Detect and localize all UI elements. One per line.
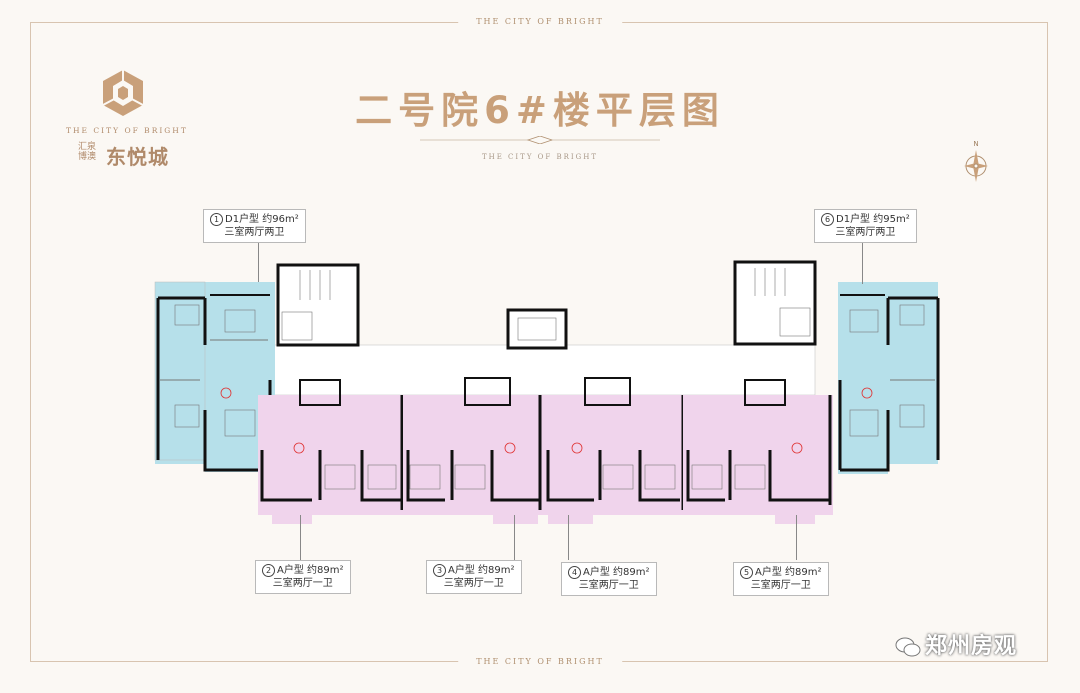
- page-subtitle: THE CITY OF BRIGHT: [481, 153, 599, 161]
- stair-core-center: [506, 308, 568, 350]
- logo-english: THE CITY OF BRIGHT: [66, 126, 188, 135]
- title-divider: [420, 136, 660, 144]
- stair-core-right: [733, 260, 817, 346]
- top-ribbon: THE CITY OF BRIGHT: [458, 17, 622, 26]
- leader-line: [258, 230, 259, 282]
- leader-line: [568, 515, 569, 560]
- page-title: 二号院6#楼平层图: [355, 89, 725, 132]
- unit-3-a: [403, 395, 543, 524]
- unit-1-d1-left: [154, 281, 275, 472]
- wechat-icon: [895, 637, 921, 657]
- corridor-area: [264, 344, 816, 396]
- shaft-cores: [299, 377, 786, 406]
- unit-2-a: [258, 395, 404, 524]
- logo-project-name: 东悦城: [106, 145, 169, 169]
- leader-line: [862, 232, 863, 284]
- watermark: 郑州房观: [895, 628, 1017, 660]
- compass-icon: N: [964, 140, 988, 182]
- bottom-ribbon: THE CITY OF BRIGHT: [458, 657, 622, 666]
- hexagon-logo-icon: [102, 70, 144, 116]
- unit-5-a: [683, 395, 833, 524]
- stair-core-left: [276, 263, 360, 347]
- leader-line: [300, 515, 301, 560]
- leader-line: [796, 515, 797, 560]
- unit-4-a: [543, 395, 685, 524]
- leader-line: [514, 515, 515, 560]
- unit-6-d1-right: [838, 282, 940, 474]
- logo-developer: 汇泉 博澳: [78, 142, 97, 162]
- svg-text:N: N: [973, 140, 978, 148]
